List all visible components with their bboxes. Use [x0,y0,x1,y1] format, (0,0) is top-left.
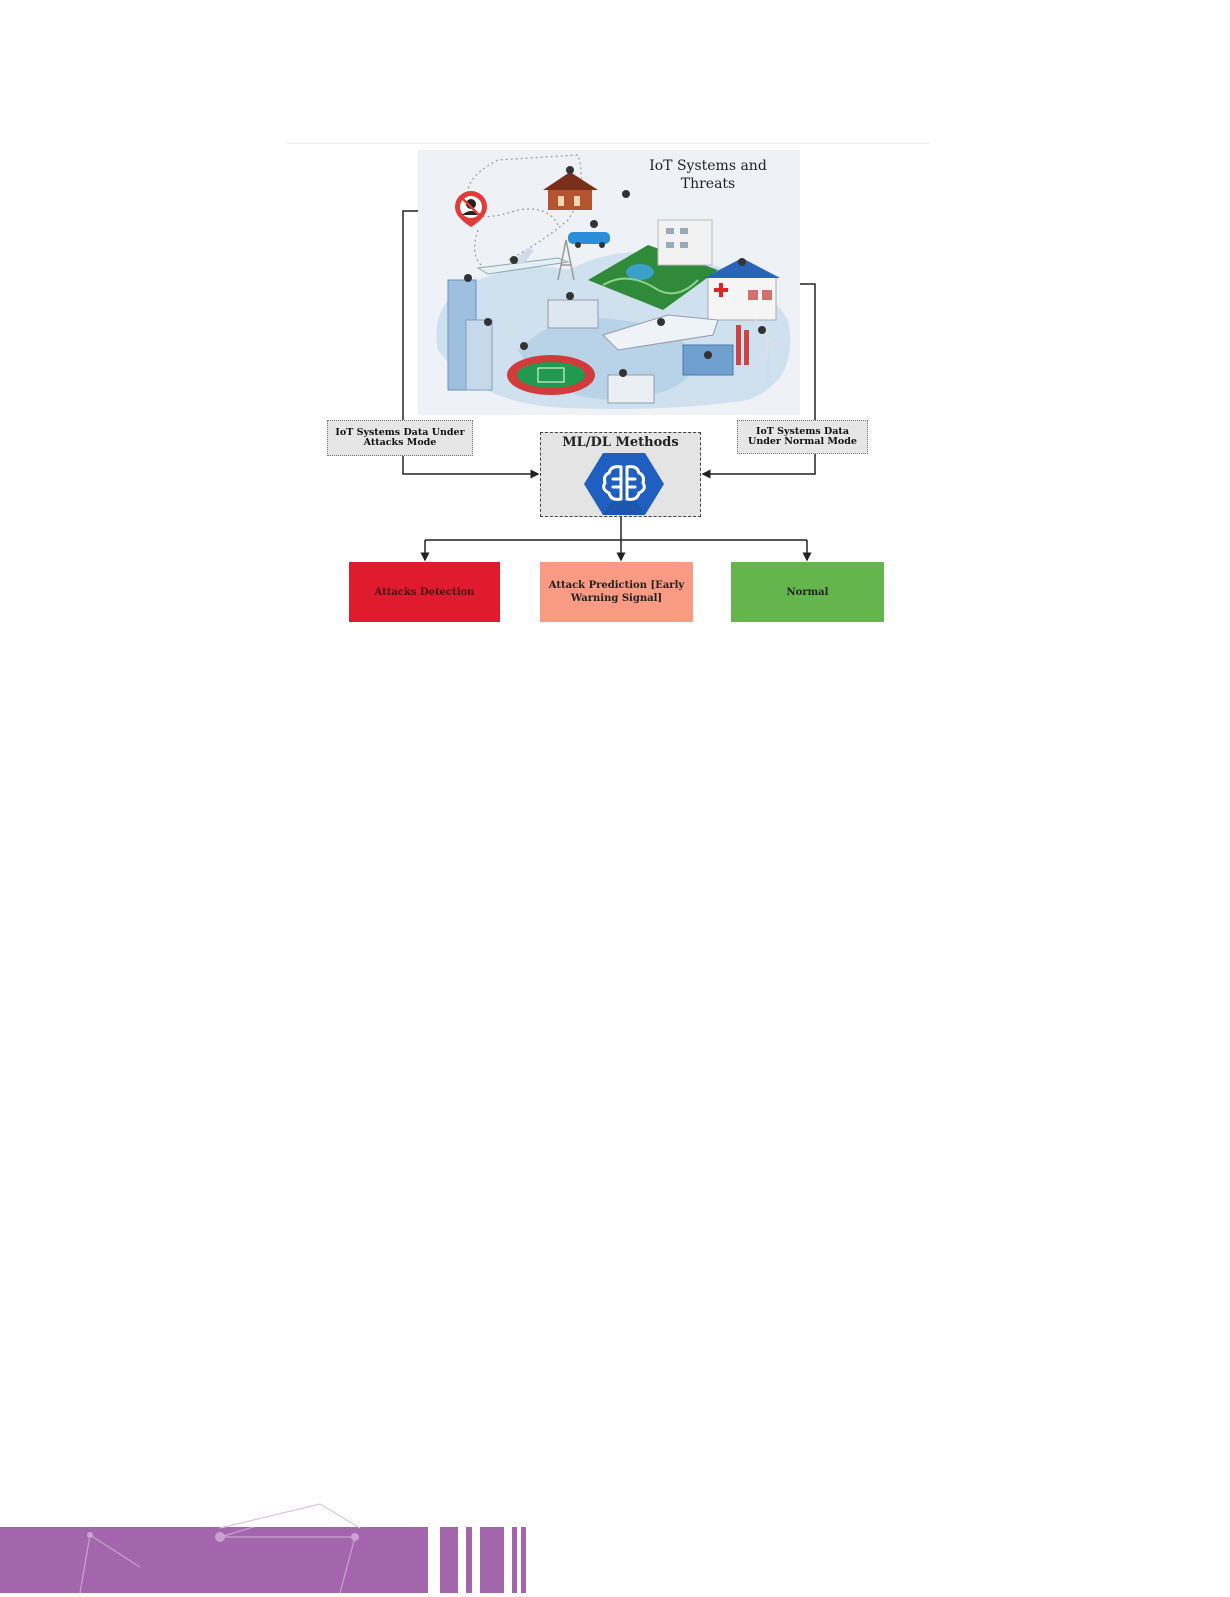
footer-bar-4 [512,1527,517,1593]
footer-bar-5 [521,1527,526,1593]
output-normal: Normal [731,562,884,622]
footer-network-lines-top [219,1503,361,1529]
output-attacks-detection-label: Attacks Detection [374,586,475,598]
hacker-threat-icon [453,189,489,233]
footer-network-decoration [79,1506,359,1594]
normal-mode-data-box: IoT Systems Data Under Normal Mode [737,420,868,454]
footer-bar-1 [440,1527,458,1593]
attack-mode-data-label: IoT Systems Data Under Attacks Mode [335,427,465,448]
iot-scene-illustration [418,150,800,415]
attack-mode-data-box: IoT Systems Data Under Attacks Mode [327,420,473,456]
output-attack-prediction-label: Attack Prediction [Early Warning Signal] [548,580,685,604]
footer-bar-3 [480,1527,504,1593]
scene-title: IoT Systems and Threats [649,158,767,192]
output-normal-label: Normal [786,586,829,598]
top-rule [285,143,930,144]
ml-dl-methods-title: ML/DL Methods [562,435,679,450]
brain-icon [583,451,665,521]
output-attacks-detection: Attacks Detection [349,562,500,622]
flow-connectors [402,210,816,562]
footer-band [0,1506,428,1594]
output-attack-prediction: Attack Prediction [Early Warning Signal] [540,562,693,622]
normal-mode-data-label: IoT Systems Data Under Normal Mode [748,426,857,447]
footer-bar-2 [466,1527,472,1593]
iot-city-illustration [436,154,791,409]
